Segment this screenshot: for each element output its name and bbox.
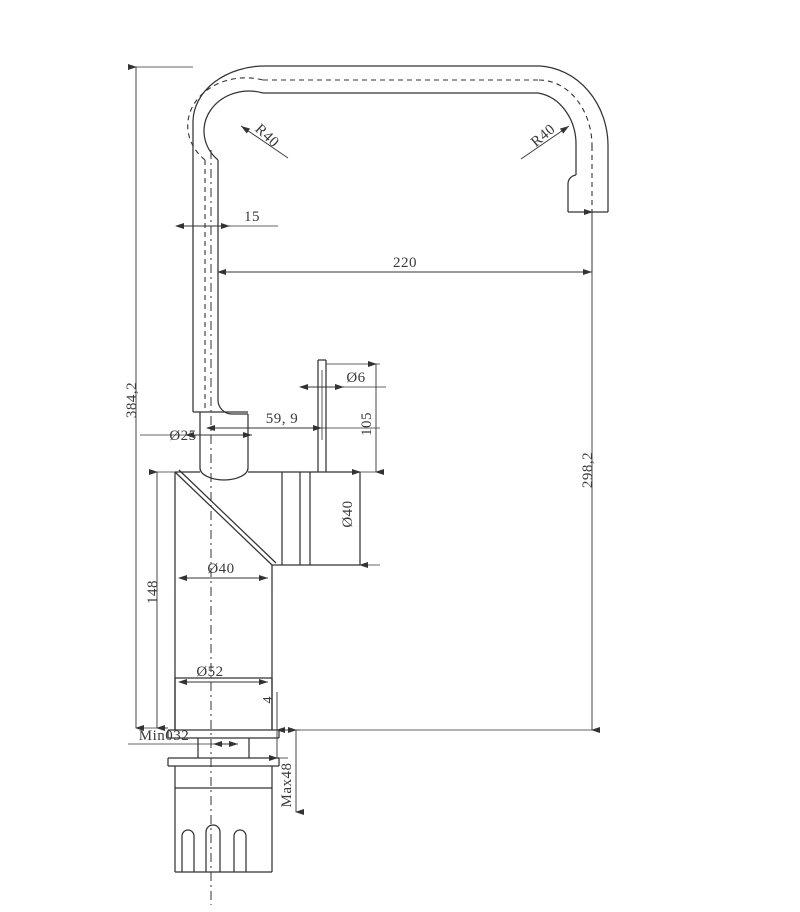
label-lever-rod-diameter: Ø6 bbox=[346, 370, 365, 386]
label-min-hole: Min032 bbox=[139, 728, 190, 744]
riser-collar bbox=[193, 358, 249, 481]
label-collar-diameter: Ø25 bbox=[169, 428, 196, 444]
lower-hose-body bbox=[174, 766, 273, 873]
dim-lever-height bbox=[326, 361, 384, 475]
label-riser-offset: 15 bbox=[244, 209, 260, 225]
dim-radius-left bbox=[240, 125, 289, 159]
dim-spout-reach bbox=[217, 212, 593, 358]
label-washer-thickness: 4 bbox=[261, 697, 276, 704]
dim-riser-offset bbox=[175, 200, 278, 240]
dim-collar-diameter bbox=[140, 412, 252, 448]
faucet-body bbox=[174, 469, 300, 730]
label-lever-height: 105 bbox=[359, 412, 375, 436]
label-radius-left: R40 bbox=[252, 121, 282, 151]
label-body-height: 148 bbox=[145, 580, 161, 604]
spout-outer-profile bbox=[192, 65, 609, 412]
dim-spout-height bbox=[279, 209, 600, 733]
handle-lever-rod bbox=[317, 359, 327, 472]
label-body-diameter: Ø40 bbox=[207, 561, 234, 577]
label-overall-height: 384,2 bbox=[124, 382, 140, 418]
dim-body-height bbox=[149, 469, 175, 731]
spout-center-dashed-path bbox=[187, 77, 593, 412]
dim-max-thickness bbox=[279, 727, 304, 815]
label-spout-reach: 220 bbox=[393, 255, 417, 271]
label-max-thickness: Max48 bbox=[279, 763, 295, 808]
dim-washer-thickness bbox=[269, 692, 288, 761]
label-cartridge-diameter: Ø40 bbox=[340, 500, 356, 527]
dim-body-diameter bbox=[174, 565, 273, 590]
label-radius-right: R40 bbox=[528, 121, 559, 150]
hose-tails bbox=[181, 824, 247, 872]
label-spout-height: 298,2 bbox=[580, 452, 596, 488]
dim-cartridge-diameter bbox=[352, 469, 380, 568]
label-handle-offset: 59, 9 bbox=[266, 411, 299, 427]
dim-radius-right bbox=[520, 125, 570, 160]
dim-overall-height bbox=[128, 64, 193, 731]
label-base-flange-diameter: Ø52 bbox=[196, 664, 223, 680]
dim-base-flange-diameter bbox=[174, 670, 273, 692]
dim-min-hole bbox=[128, 738, 250, 750]
